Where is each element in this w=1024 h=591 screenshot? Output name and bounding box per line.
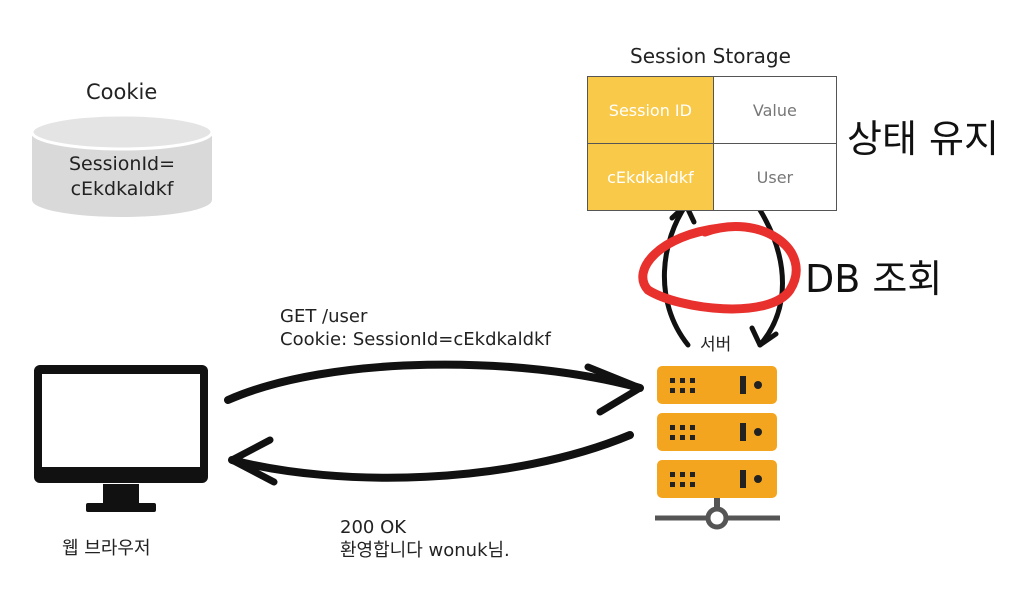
cookie-value: SessionId= cEkdkaldkf: [60, 152, 184, 202]
cookie-line-1: SessionId=: [68, 153, 176, 175]
table-row: cEkdkaldkf User: [587, 143, 838, 211]
response-line-1: 200 OK: [340, 517, 407, 538]
response-label: 200 OK 환영합니다 wonuk님.: [340, 516, 510, 562]
request-label: GET /user Cookie: SessionId=cEkdkaldkf: [280, 305, 551, 351]
request-line-2: Cookie: SessionId=cEkdkaldkf: [280, 329, 551, 350]
session-storage-title: Session Storage: [630, 44, 791, 68]
cookie-line-2: cEkdkaldkf: [70, 178, 174, 200]
header-key-cell: Session ID: [587, 76, 714, 144]
monitor-icon: [34, 365, 208, 512]
table-row: Session ID Value: [587, 76, 838, 144]
row-value-cell: User: [712, 143, 838, 211]
request-arrow: [224, 360, 644, 416]
state-annotation: 상태 유지: [847, 117, 999, 161]
browser-label: 웹 브라우저: [62, 538, 151, 559]
response-arrow: [228, 431, 634, 486]
session-storage-table: Session ID Value cEkdkaldkf User: [587, 76, 838, 211]
red-circle-annotation: [638, 222, 801, 314]
header-value-cell: Value: [712, 76, 838, 144]
db-annotation: DB 조회: [805, 257, 943, 301]
request-line-1: GET /user: [280, 306, 368, 327]
response-line-2: 환영합니다 wonuk님.: [340, 540, 510, 561]
row-key-cell: cEkdkaldkf: [587, 143, 714, 211]
database-cylinder-icon: [30, 113, 214, 217]
server-rack-icon: [655, 366, 780, 530]
server-label: 서버: [700, 335, 732, 355]
cookie-title: Cookie: [86, 80, 158, 104]
